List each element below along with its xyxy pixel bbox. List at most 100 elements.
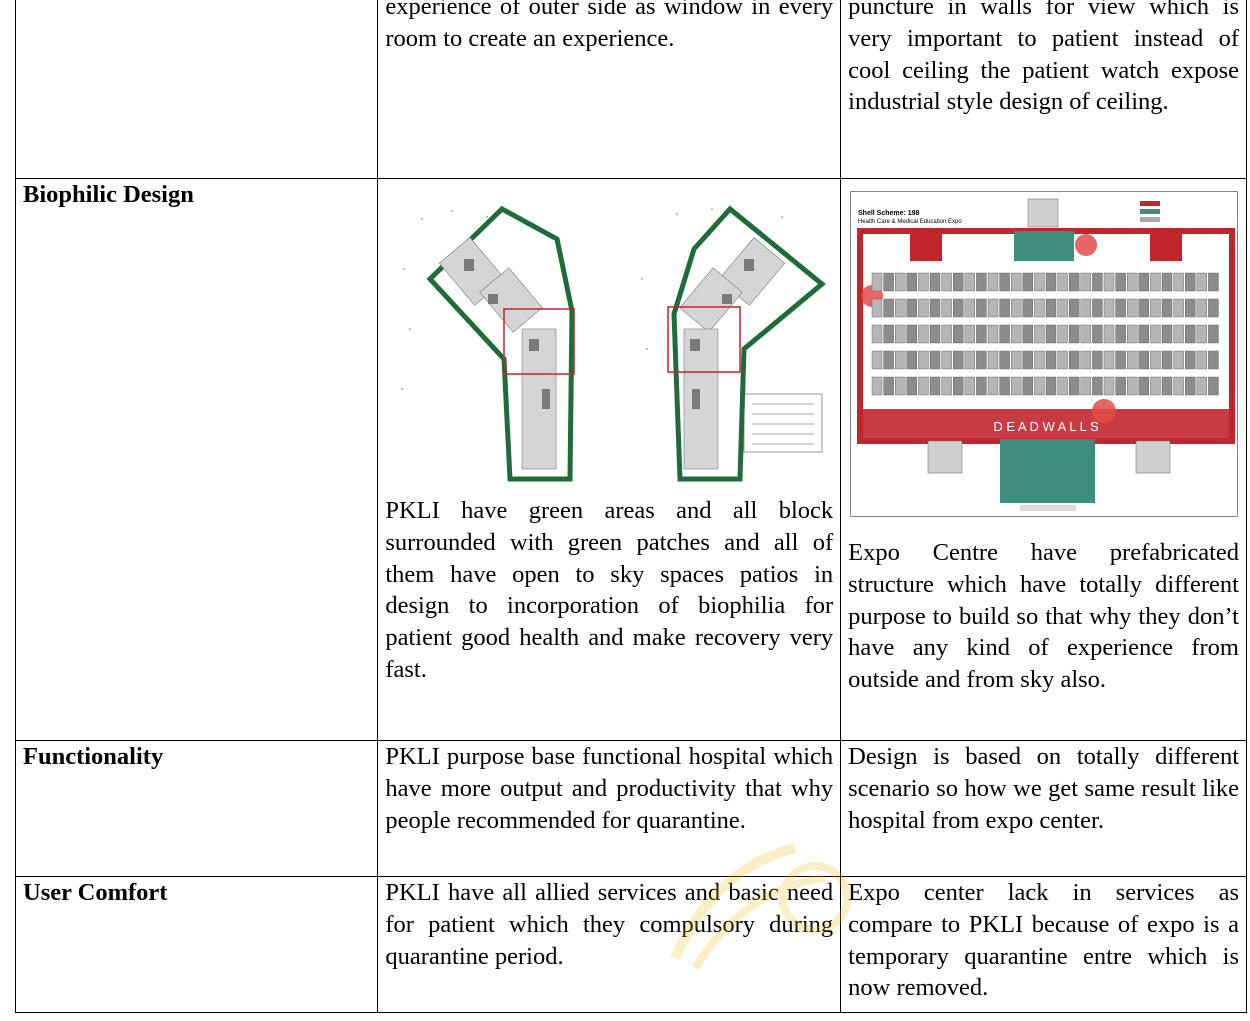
exhibition-booth — [1080, 272, 1091, 292]
exhibition-booth — [1056, 298, 1068, 318]
exhibition-booth — [964, 298, 975, 318]
exhibition-booth — [998, 324, 1010, 344]
exhibition-booth — [1103, 298, 1114, 318]
exhibition-booth — [1045, 298, 1056, 318]
pkli-cell: experience of outer side as window in ev… — [377, 0, 842, 179]
exhibition-booth — [1172, 324, 1184, 344]
exhibition-booth — [964, 272, 975, 292]
expo-cell: Design is based on totally different sce… — [840, 740, 1247, 877]
exhibition-booth — [952, 298, 963, 318]
exhibition-booth — [882, 350, 894, 370]
exhibition-booth — [906, 376, 917, 396]
criterion-cell: Biophilic Design — [15, 178, 379, 741]
expo-cell: Shell Scheme: 198 Health Care & Medical … — [840, 178, 1247, 741]
exhibition-booth — [975, 272, 987, 292]
exhibition-booth — [1091, 272, 1103, 292]
exhibition-booth — [1114, 376, 1126, 396]
exhibition-booth — [1207, 376, 1219, 396]
exhibition-booth — [1068, 298, 1079, 318]
exhibition-booth — [1045, 324, 1056, 344]
exhibition-booth — [1033, 324, 1045, 344]
exhibition-booth — [894, 350, 905, 370]
exhibition-booth — [894, 298, 905, 318]
exhibition-booth — [998, 298, 1010, 318]
exhibition-booth — [1091, 376, 1103, 396]
table-row: Functionality PKLI purpose base function… — [15, 740, 1247, 877]
exhibition-booth — [952, 324, 963, 344]
exhibition-booth — [1045, 376, 1056, 396]
exhibition-booth — [1022, 272, 1033, 292]
exhibition-booth — [1080, 350, 1091, 370]
exhibition-booth — [1196, 298, 1207, 318]
exhibition-booth — [964, 350, 975, 370]
exhibition-booth — [906, 272, 917, 292]
exhibition-booth — [1022, 350, 1033, 370]
exhibition-booth — [1149, 324, 1161, 344]
exhibition-booth — [1196, 272, 1207, 292]
expo-cell: puncture in walls for view which is very… — [840, 0, 1247, 179]
exhibition-booth — [1138, 272, 1149, 292]
exhibition-booth — [1091, 324, 1103, 344]
exhibition-booth — [1138, 376, 1149, 396]
exhibition-booth — [1033, 376, 1045, 396]
exhibition-booth — [871, 376, 882, 396]
exhibition-booth — [1126, 298, 1137, 318]
exhibition-booth — [929, 350, 940, 370]
expo-floor-plan-figure: Shell Scheme: 198 Health Care & Medical … — [848, 191, 1239, 517]
exhibition-booth — [1114, 324, 1126, 344]
exhibition-booth — [1103, 272, 1114, 292]
exhibition-booth — [1184, 298, 1195, 318]
comparison-table: experience of outer side as window in ev… — [15, 0, 1247, 1013]
exhibition-booth — [1114, 350, 1126, 370]
exhibition-booth — [1091, 350, 1103, 370]
exhibition-booth — [1196, 350, 1207, 370]
exhibition-booth — [1196, 376, 1207, 396]
criterion-cell — [15, 0, 379, 179]
exhibition-booth — [998, 272, 1010, 292]
exhibition-booth — [894, 324, 905, 344]
exhibition-booth — [1056, 376, 1068, 396]
exhibition-booth — [929, 324, 940, 344]
table-row: experience of outer side as window in ev… — [15, 0, 1247, 179]
exhibition-booth — [1045, 272, 1056, 292]
exhibition-booth — [1103, 324, 1114, 344]
exhibition-booth — [1207, 324, 1219, 344]
exhibition-booth — [929, 272, 940, 292]
exhibition-booth — [917, 298, 929, 318]
exhibition-booth — [975, 376, 987, 396]
exhibition-booth — [1056, 350, 1068, 370]
exhibition-booth — [1091, 298, 1103, 318]
exhibition-booth — [929, 376, 940, 396]
exhibition-booth — [1033, 272, 1045, 292]
criterion-cell: Functionality — [15, 740, 379, 877]
pkli-cell: PKLI have all allied services and basic … — [377, 876, 842, 1013]
exhibition-booth — [987, 376, 998, 396]
pkli-site-plan-image — [391, 189, 827, 489]
exhibition-booth — [894, 376, 905, 396]
exhibition-booth — [1184, 272, 1195, 292]
exhibition-booth — [882, 298, 894, 318]
exhibition-booth — [1103, 376, 1114, 396]
exhibition-booth — [1184, 350, 1195, 370]
exhibition-booth — [1080, 324, 1091, 344]
exhibition-booth — [1114, 298, 1126, 318]
exhibition-booth — [1149, 298, 1161, 318]
exhibition-booth — [987, 350, 998, 370]
exhibition-booth — [1161, 350, 1172, 370]
exhibition-booth — [1114, 272, 1126, 292]
pkli-site-plan-figure — [385, 189, 833, 489]
exhibition-booth — [906, 350, 917, 370]
exhibition-booth — [964, 324, 975, 344]
exhibition-booth — [1149, 272, 1161, 292]
exhibition-booth — [1056, 324, 1068, 344]
exhibition-booth — [917, 272, 929, 292]
criterion-cell: User Comfort — [15, 876, 379, 1013]
exhibition-booth — [1022, 298, 1033, 318]
exhibition-booth — [1172, 376, 1184, 396]
exhibition-booth — [1126, 376, 1137, 396]
exhibition-booth — [1010, 376, 1021, 396]
exhibition-booth — [1149, 350, 1161, 370]
exhibition-booth — [906, 298, 917, 318]
exhibition-booth — [1033, 350, 1045, 370]
exhibition-booth — [1172, 272, 1184, 292]
